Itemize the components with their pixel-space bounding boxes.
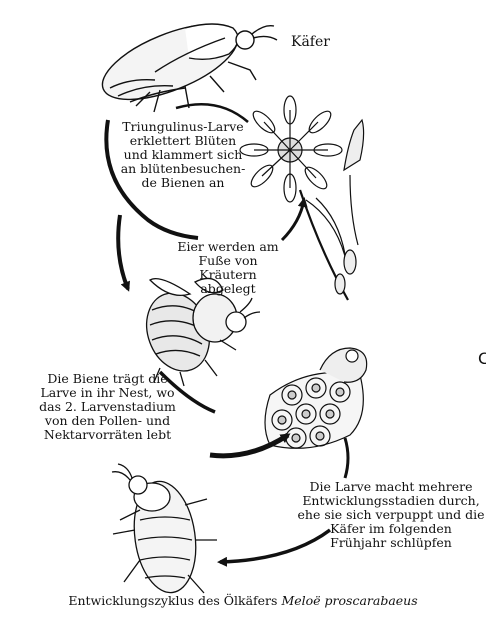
adult-beetle-bottom-icon <box>112 464 217 597</box>
label-triungulinus-larva: Triungulinus-Larve erklettert Blüten und… <box>113 120 253 190</box>
label-bee-nest: Die Biene trägt die Larve in ihr Nest, w… <box>5 372 210 442</box>
figure-caption: Entwicklungszyklus des Ölkäfers Meloë pr… <box>0 593 486 608</box>
arrow-comb-to-pupa <box>345 438 348 478</box>
adult-beetle-top-icon <box>93 9 277 115</box>
arrow-eggs-to-flower <box>282 200 304 240</box>
caption-species: Meloë proscarabaeus <box>281 593 417 608</box>
caption-prefix: Entwicklungszyklus des Ölkäfers <box>68 593 277 608</box>
label-eggs: Eier werden am Fuße von Kräutern abgeleg… <box>169 240 287 296</box>
label-larva-development: Die Larve macht mehrere Entwicklungsstad… <box>296 480 486 550</box>
arrow-larva-to-bee <box>118 215 128 289</box>
label-kaefer: Käfer <box>291 35 330 49</box>
comb-cells-icon <box>265 348 367 448</box>
side-text-fragment: C <box>478 352 486 366</box>
